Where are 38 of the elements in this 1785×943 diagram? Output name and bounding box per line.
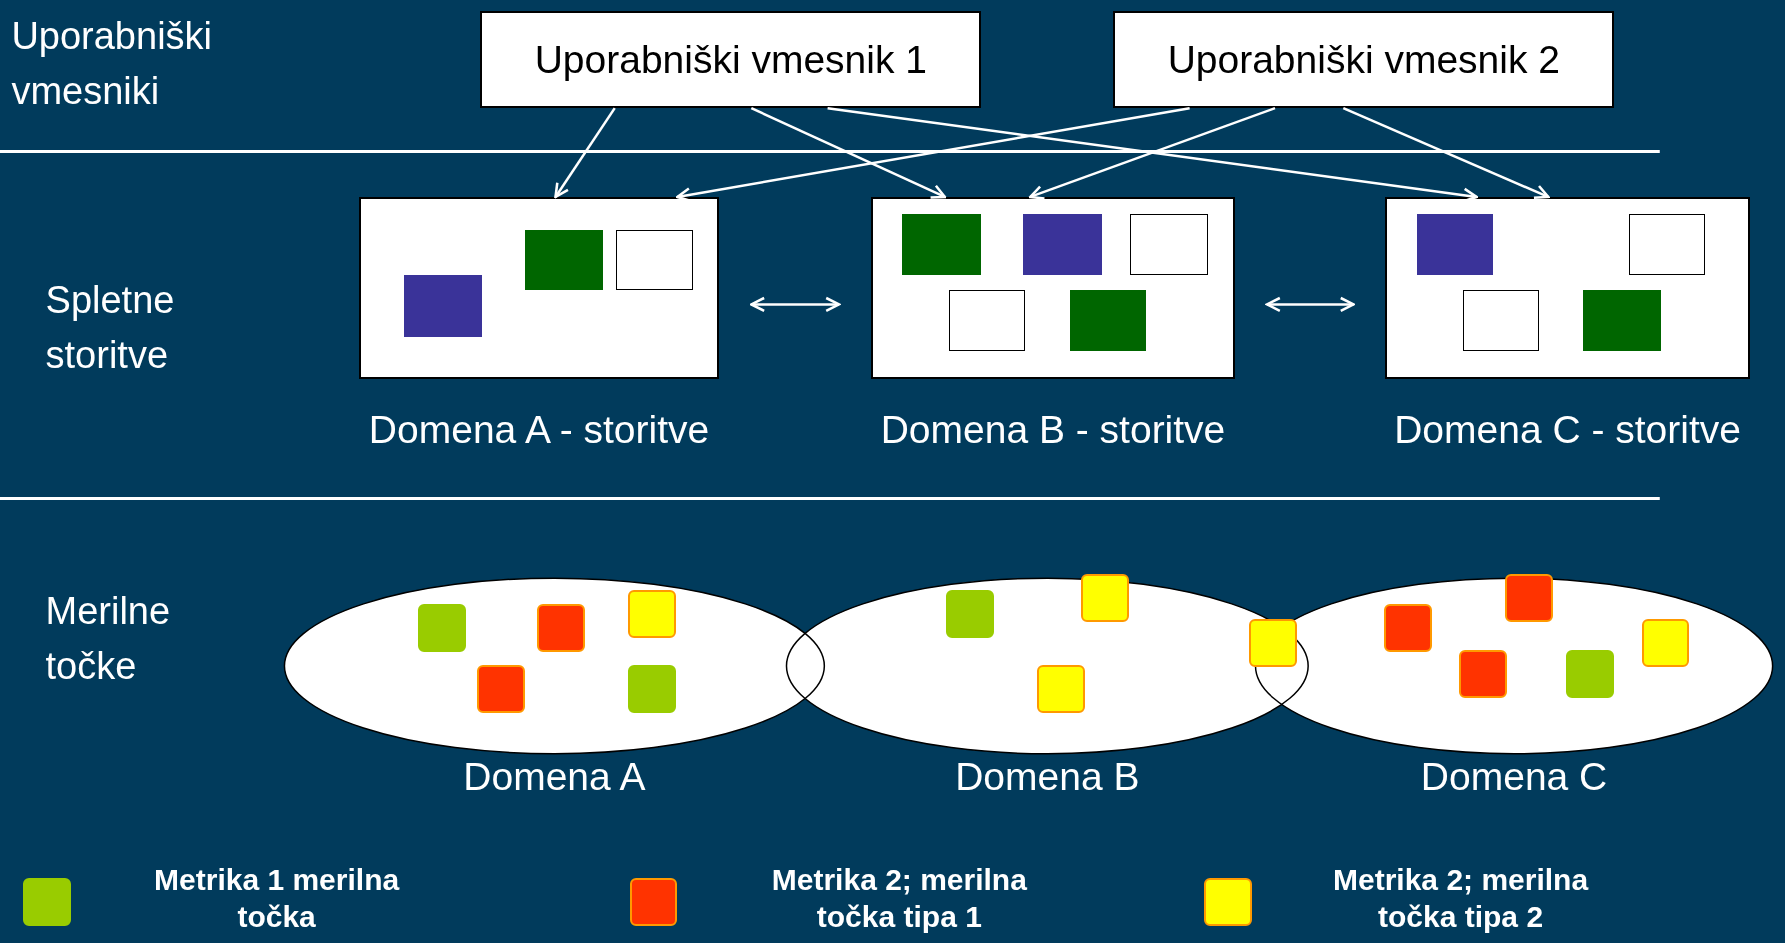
domain-ellipse xyxy=(785,577,1309,755)
service-block xyxy=(1130,213,1208,276)
service-block xyxy=(1462,290,1539,352)
legend-label: Metrika 2; merilna točka tipa 2 xyxy=(1332,861,1590,936)
row-label: Spletne storitve xyxy=(45,278,176,379)
node-label: Domena A - storitve xyxy=(367,407,711,452)
service-block xyxy=(1069,290,1147,352)
interface-box: Uporabniški vmesnik 2 xyxy=(1113,11,1615,109)
node-label: Domena C xyxy=(1419,754,1609,799)
arrow xyxy=(750,296,841,313)
service-block xyxy=(403,275,483,337)
arrow xyxy=(554,107,616,199)
row-label: Merilne točke xyxy=(45,589,172,690)
domain-ellipse xyxy=(283,577,826,755)
service-block xyxy=(615,229,693,290)
node-label: Domena B - storitve xyxy=(879,407,1227,452)
service-block xyxy=(902,213,981,276)
domain-ellipse xyxy=(1254,577,1774,755)
arrow xyxy=(1028,106,1276,200)
arrow xyxy=(1265,296,1355,313)
service-block xyxy=(1583,290,1661,352)
service-block xyxy=(1417,213,1494,276)
interface-box: Uporabniški vmesnik 1 xyxy=(480,11,982,109)
arrow xyxy=(1342,107,1550,199)
row-label: Uporabniški vmesniki xyxy=(11,14,214,115)
legend-label: Metrika 2; merilna točka tipa 1 xyxy=(770,861,1028,936)
service-panel xyxy=(870,196,1236,380)
arrow xyxy=(750,107,947,199)
service-block xyxy=(524,229,604,290)
node-label: Domena C - storitve xyxy=(1393,407,1742,452)
service-block xyxy=(1628,213,1705,276)
service-block xyxy=(949,290,1026,352)
node-label: Domena A xyxy=(462,754,647,799)
service-panel xyxy=(358,196,720,380)
legend-label: Metrika 1 merilna točka xyxy=(153,861,401,936)
service-panel xyxy=(1385,196,1750,380)
service-block xyxy=(1023,213,1102,276)
node-label: Domena B xyxy=(954,754,1141,799)
